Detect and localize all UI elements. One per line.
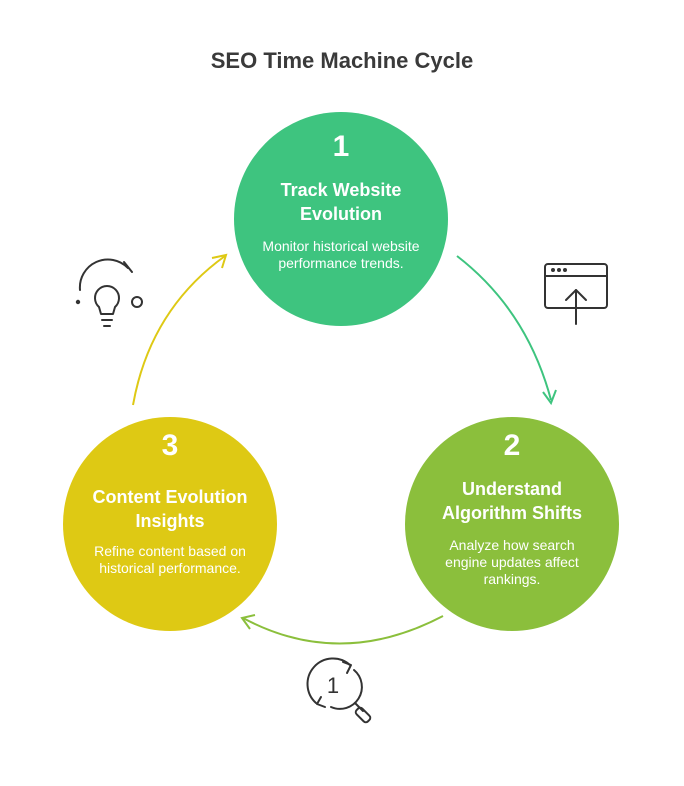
svg-text:1: 1 (327, 673, 339, 698)
arrow-step1-to-step2 (456, 255, 552, 401)
history-search-icon: 1 (306, 657, 372, 724)
step-2-description: Analyze how search engine updates affect… (445, 537, 579, 587)
step-2-circle: 2 Understand Algorithm Shifts Analyze ho… (405, 417, 619, 631)
browser-upload-icon (544, 263, 608, 325)
arrow-head-step2-to-step3 (240, 614, 256, 630)
arrow-head-step1-to-step2 (542, 389, 557, 406)
step-3-circle: 3 Content Evolution Insights Refine cont… (63, 417, 277, 631)
diagram-title: SEO Time Machine Cycle (210, 48, 474, 73)
step-3-description: Refine content based on historical perfo… (94, 543, 246, 576)
step-1-number: 1 (332, 130, 350, 163)
arrow-step3-to-step1 (132, 255, 226, 406)
step-1-description: Monitor historical website performance t… (262, 238, 420, 271)
lightbulb-idea-icon (75, 258, 143, 327)
step-2-heading: Understand Algorithm Shifts (442, 479, 582, 523)
arrow-head-step3-to-step1 (211, 253, 228, 269)
step-1-circle: 1 Track Website Evolution Monitor histor… (234, 112, 448, 326)
step-3-number: 3 (161, 429, 179, 462)
step-3-heading: Content Evolution Insights (92, 487, 248, 531)
arrow-step2-to-step3 (242, 615, 444, 645)
step-1-heading: Track Website Evolution (280, 180, 402, 224)
step-2-number: 2 (503, 429, 521, 462)
